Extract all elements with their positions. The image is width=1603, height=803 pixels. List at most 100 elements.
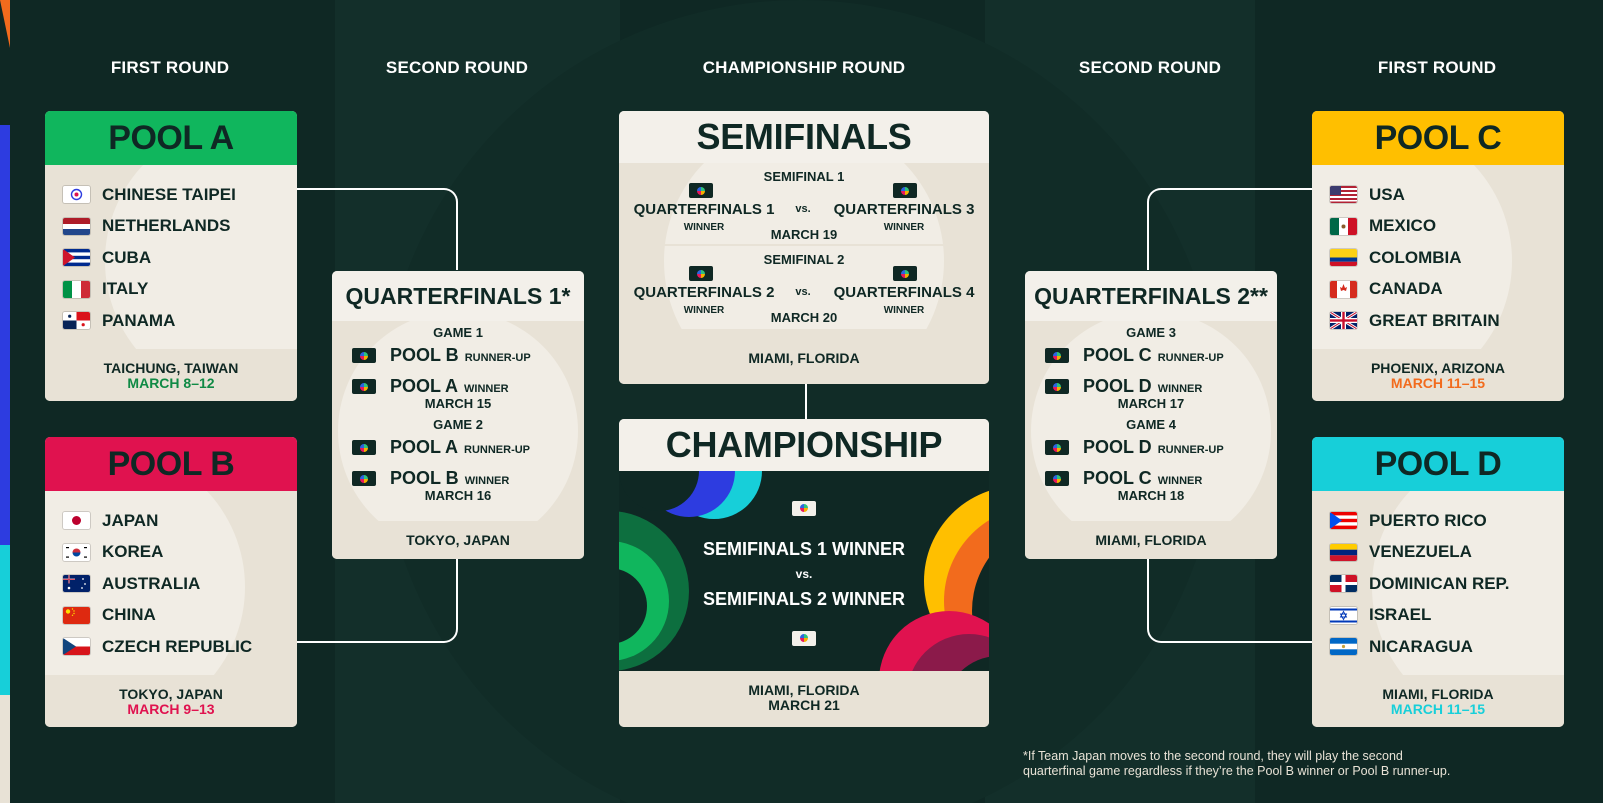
connector-pool-d <box>1147 553 1312 643</box>
pool-c-card: POOL C USA MEXICO COLOMBIA CANADA GREAT … <box>1312 111 1564 401</box>
pool-c-header: POOL C <box>1312 111 1564 165</box>
wbc-logo-icon <box>893 266 917 281</box>
card-pattern <box>664 121 944 384</box>
team-slot: POOL D <box>1083 376 1152 396</box>
nicaragua-flag-icon <box>1330 638 1357 656</box>
puerto-rico-flag-icon <box>1330 512 1357 530</box>
semifinals-title: SEMIFINALS <box>619 111 989 163</box>
team-name: CZECH REPUBLIC <box>102 636 253 656</box>
heading-right-second-round: SECOND ROUND <box>1078 58 1222 77</box>
team-name: JAPAN <box>102 510 159 530</box>
team-row: ITALY <box>45 274 297 306</box>
game-date: MARCH 17 <box>1117 396 1185 411</box>
mexico-flag-icon <box>1330 217 1357 235</box>
team-row: CUBA <box>45 242 297 274</box>
team-name: PANAMA <box>102 310 176 330</box>
pool-b-dates: MARCH 9–13 <box>127 701 215 717</box>
team-row: COLOMBIA <box>1312 242 1564 274</box>
pool-b-header: POOL B <box>45 437 297 491</box>
team-slot: POOL C <box>1083 345 1152 365</box>
heading-left-second-round: SECOND ROUND <box>385 58 529 77</box>
wbc-logo-icon <box>352 348 376 363</box>
team-name: GREAT BRITAIN <box>1369 310 1500 330</box>
pool-d-card: POOL D PUERTO RICO VENEZUELA DOMINICAN R… <box>1312 437 1564 727</box>
semifinal-date: MARCH 20 <box>770 310 838 325</box>
team-slot: POOL B <box>390 345 459 365</box>
team-row: PANAMA <box>45 305 297 337</box>
pool-d-header: POOL D <box>1312 437 1564 491</box>
canada-flag-icon <box>1330 280 1357 298</box>
vs-label: vs. <box>795 286 811 298</box>
game-date: MARCH 18 <box>1117 488 1185 503</box>
game-label: GAME 1 <box>433 325 483 340</box>
championship-team-2: SEMIFINALS 2 WINNER <box>702 589 905 609</box>
team-name: ISRAEL <box>1369 605 1432 625</box>
cuba-flag-icon <box>63 249 90 267</box>
card-pattern <box>105 121 297 401</box>
pool-a-card: POOL A CHINESE TAIPEI NETHERLANDS CUBA I… <box>45 111 297 401</box>
china-flag-icon <box>63 606 90 624</box>
team-row: KOREA <box>45 537 297 569</box>
team-row: PUERTO RICO <box>1312 505 1564 537</box>
wbc-logo-icon <box>689 183 713 198</box>
slot-suffix: RUNNER-UP <box>1157 443 1224 456</box>
pool-c-dates: MARCH 11–15 <box>1390 375 1486 391</box>
championship-date: MARCH 21 <box>768 697 840 713</box>
korea-flag-icon <box>63 543 90 561</box>
czech-republic-flag-icon <box>63 638 90 656</box>
team-name: AUSTRALIA <box>102 573 201 593</box>
wbc-logo-icon <box>792 630 816 646</box>
championship-team-1: SEMIFINALS 1 WINNER <box>702 539 905 559</box>
winner-label: WINNER <box>683 222 725 233</box>
wbc-logo-icon <box>893 183 917 198</box>
colombia-flag-icon <box>1330 249 1357 267</box>
wbc-logo-icon <box>1045 379 1069 394</box>
card-pattern <box>338 311 578 551</box>
pool-a-dates: MARCH 8–12 <box>127 375 215 391</box>
game-label: GAME 4 <box>1126 417 1176 432</box>
chinese-taipei-flag-icon <box>63 186 90 204</box>
slot-suffix: WINNER <box>1157 474 1203 487</box>
semifinal-right-slot: QUARTERFINALS 4 <box>833 284 975 301</box>
team-name: NICARAGUA <box>1369 636 1473 656</box>
slot-suffix: WINNER <box>464 474 510 487</box>
slot-suffix: WINNER <box>464 382 509 395</box>
pool-b-footer: TOKYO, JAPAN MARCH 9–13 <box>45 675 297 727</box>
great-britain-flag-icon <box>1330 312 1357 330</box>
wbc-logo-icon <box>1045 440 1069 455</box>
wbc-logo-icon <box>1045 471 1069 486</box>
team-row: NETHERLANDS <box>45 211 297 243</box>
wbc-logo-icon <box>352 379 376 394</box>
team-name: ITALY <box>102 279 149 299</box>
team-slot: POOL D <box>1083 437 1152 457</box>
quarterfinals-2-title: QUARTERFINALS 2** <box>1025 271 1277 321</box>
wbc-logo-icon <box>352 440 376 455</box>
pool-d-footer: MIAMI, FLORIDA MARCH 11–15 <box>1312 675 1564 727</box>
connector-pool-c <box>1147 188 1312 270</box>
wbc-logo-icon <box>689 266 713 281</box>
semifinals-card: SEMIFINALS SEMIFINAL 1 QUARTERFINALS 1 v… <box>619 111 989 384</box>
semifinals-location: MIAMI, FLORIDA <box>619 329 989 384</box>
wbc-logo-icon <box>1045 348 1069 363</box>
championship-title: CHAMPIONSHIP <box>619 419 989 471</box>
card-pattern <box>1312 121 1512 401</box>
championship-footer: MIAMI, FLORIDA MARCH 21 <box>619 671 989 727</box>
pool-a-header: POOL A <box>45 111 297 165</box>
team-name: CHINA <box>102 605 156 625</box>
connector-semis-final <box>805 383 807 419</box>
team-row: GREAT BRITAIN <box>1312 305 1564 337</box>
game-label: GAME 3 <box>1126 325 1176 340</box>
championship-matchup-panel: SEMIFINALS 1 WINNER vs. SEMIFINALS 2 WIN… <box>619 471 989 671</box>
team-name: COLOMBIA <box>1369 247 1462 267</box>
winner-label: WINNER <box>883 305 925 316</box>
japan-flag-icon <box>63 512 90 530</box>
semifinal-label: SEMIFINAL 1 <box>763 169 845 184</box>
team-row: JAPAN <box>45 505 297 537</box>
team-row: CANADA <box>1312 274 1564 306</box>
